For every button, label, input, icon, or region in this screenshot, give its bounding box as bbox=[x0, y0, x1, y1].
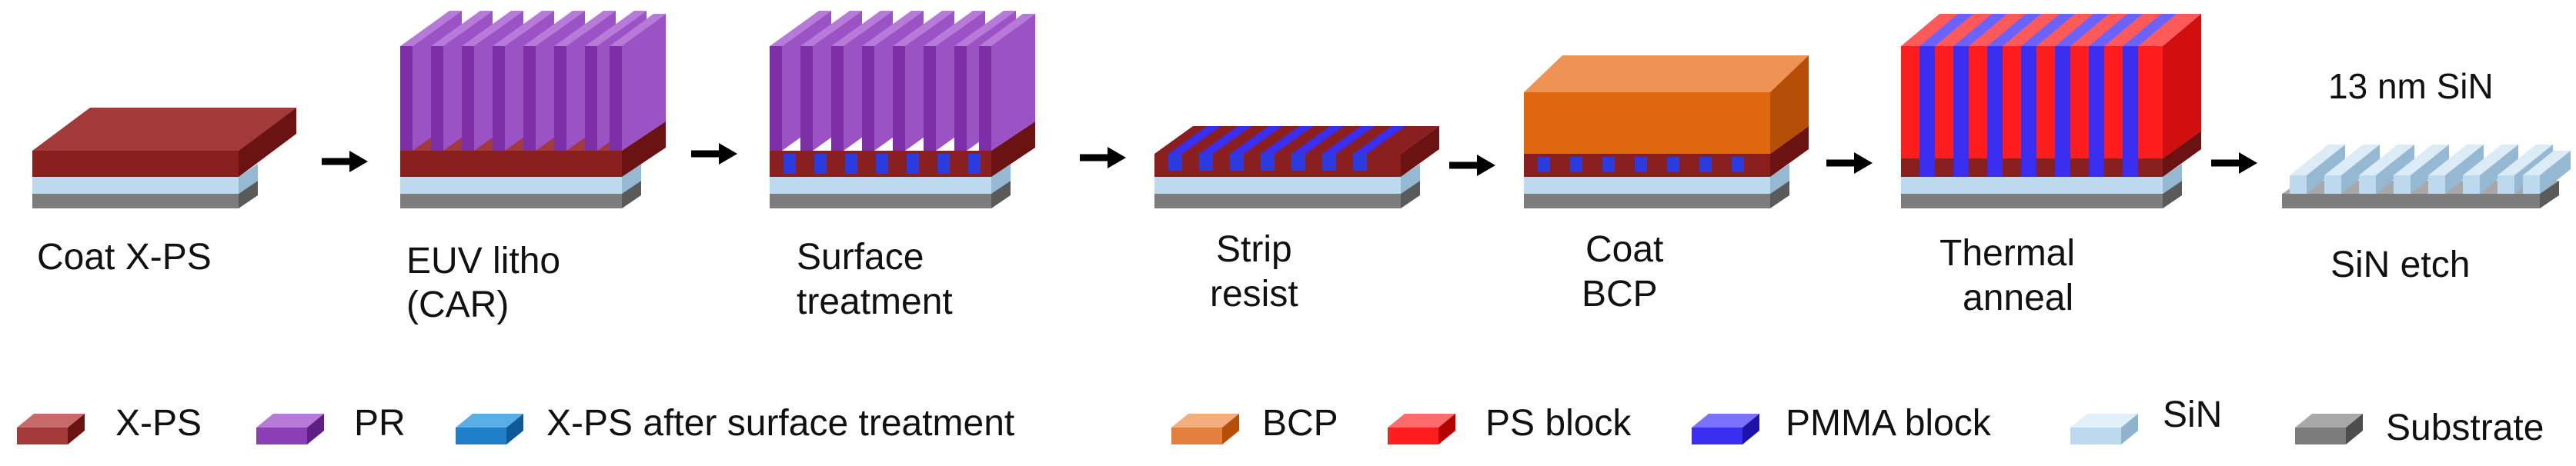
legend-label: BCP bbox=[1262, 403, 1338, 444]
right-arrow-icon bbox=[2211, 152, 2257, 174]
legend-swatch bbox=[17, 428, 68, 444]
legend-item-ps-block: PS block bbox=[1388, 403, 1632, 444]
step-7-sin-etch-stack bbox=[2282, 145, 2571, 208]
legend-item-sin: SiN bbox=[2070, 394, 2222, 444]
pr-lines bbox=[400, 11, 666, 151]
step-3-label: treatment bbox=[797, 281, 953, 322]
step-2-euv-litho-stack bbox=[400, 11, 666, 208]
step-4-strip-resist-stack bbox=[1154, 126, 1439, 208]
step-4-label: resist bbox=[1210, 274, 1298, 315]
right-arrow-icon bbox=[691, 143, 737, 165]
legend-item-bcp: BCP bbox=[1171, 403, 1338, 444]
step-6-label: Thermal bbox=[1940, 233, 2075, 274]
legend-item-pmma-block: PMMA block bbox=[1692, 403, 1992, 444]
legend-swatch bbox=[1692, 428, 1742, 444]
step-5-label: Coat bbox=[1585, 229, 1663, 270]
legend-swatch bbox=[456, 428, 506, 444]
right-arrow-icon bbox=[1826, 152, 1873, 174]
right-arrow-icon bbox=[1449, 155, 1495, 176]
legend: X-PS PR X-PS after surface treatment BCP… bbox=[17, 394, 2544, 448]
legend-swatch bbox=[256, 428, 307, 444]
legend-label: X-PS bbox=[115, 403, 202, 444]
right-arrow-icon bbox=[322, 151, 368, 172]
sin-thickness-annotation: 13 nm SiN bbox=[2328, 66, 2494, 106]
step-4-label: Strip bbox=[1216, 229, 1292, 270]
legend-label: Substrate bbox=[2386, 408, 2544, 448]
step-1-label: Coat X-PS bbox=[37, 237, 212, 278]
legend-item-substrate: Substrate bbox=[2295, 408, 2544, 448]
legend-swatch bbox=[2295, 428, 2346, 444]
legend-swatch bbox=[1171, 428, 1222, 444]
step-5-coat-bcp-stack bbox=[1524, 55, 1809, 208]
legend-swatch bbox=[1388, 428, 1438, 444]
step-2-label: EUV litho bbox=[406, 241, 560, 281]
legend-label: X-PS after surface treatment bbox=[546, 403, 1014, 444]
step-2-label: (CAR) bbox=[406, 285, 509, 325]
step-7-label: SiN etch bbox=[2330, 245, 2470, 285]
legend-label: SiN bbox=[2163, 394, 2222, 435]
legend-item-xps: X-PS bbox=[17, 403, 202, 444]
step-5-label: BCP bbox=[1582, 274, 1658, 315]
legend-label: PMMA block bbox=[1786, 403, 1992, 444]
step-3-label: Surface bbox=[797, 237, 924, 278]
step-6-label: anneal bbox=[1963, 278, 2073, 318]
legend-item-pr: PR bbox=[256, 403, 406, 444]
step-1-coat-xps-stack bbox=[32, 108, 296, 208]
step-3-surface-treatment-stack bbox=[770, 11, 1035, 208]
legend-swatch bbox=[2070, 428, 2121, 444]
legend-item-xps-treated: X-PS after surface treatment bbox=[456, 403, 1014, 444]
legend-label: PR bbox=[354, 403, 406, 444]
step-6-thermal-anneal-stack bbox=[1901, 14, 2201, 208]
right-arrow-icon bbox=[1080, 147, 1126, 168]
legend-label: PS block bbox=[1485, 403, 1632, 444]
